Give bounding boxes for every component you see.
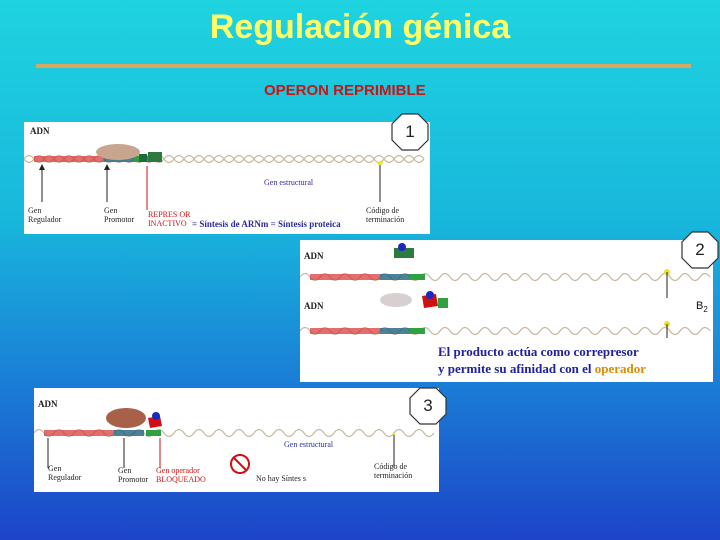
- codigo-terminacion-label: Código de terminación: [374, 462, 413, 480]
- dna-strand: [34, 428, 435, 438]
- octagon-icon: [391, 113, 429, 151]
- termination-markers: [664, 269, 670, 338]
- badge-number: 3: [423, 396, 433, 415]
- gen-promotor-label: Gen Promotor: [104, 206, 135, 224]
- octagon-icon: [681, 231, 719, 269]
- arrows: [39, 162, 383, 210]
- b2-sub: 2: [703, 305, 708, 315]
- arrows: [47, 434, 397, 474]
- adn-label-top: ADN: [304, 251, 324, 261]
- gen-estructural-label: Gen estructural: [284, 440, 334, 449]
- b2-main: B: [696, 300, 704, 312]
- b2-label: B2: [696, 300, 708, 314]
- gen-operador-label: Gen operador BLOQUEADO: [156, 466, 206, 484]
- adn-label: ADN: [30, 126, 50, 136]
- codigo-terminacion-label: Código de terminación: [366, 206, 405, 224]
- adn-label-bottom: ADN: [304, 301, 324, 311]
- gen-regulador-label: Gen Regulador: [28, 206, 62, 224]
- badge-number: 2: [695, 240, 705, 259]
- badge-number: 1: [405, 122, 415, 141]
- octagon-icon: [409, 387, 447, 425]
- gen-promotor-label: Gen Promotor: [118, 466, 149, 484]
- page-title: Regulación génica: [209, 8, 511, 46]
- dna-strand-top: [300, 272, 711, 282]
- operon-panel-3: ADN Gen estructural Gen Regulador Gen Pr…: [34, 388, 439, 492]
- dna-strand-bottom: [300, 326, 711, 336]
- caption-line-2: y permite su afinidad con el operador: [438, 361, 646, 377]
- title-underline: [36, 64, 691, 68]
- sintesis-label: = Síntesis de ARNm = Síntesis proteica: [192, 219, 341, 229]
- caption-line-1: El producto actúa como correpresor: [438, 344, 639, 359]
- no-symbol-icon: [230, 454, 250, 474]
- step-badge-1: 1: [390, 112, 430, 152]
- no-sintesis-label: No hay Síntes s: [256, 474, 306, 483]
- operon-panel-2: ADN ADN El producto actúa como correpres…: [300, 240, 713, 382]
- gen-regulador-label: Gen Regulador: [48, 464, 82, 482]
- repressor-bound: [106, 408, 162, 428]
- section-subtitle: OPERON REPRIMIBLE: [264, 82, 426, 99]
- corepressor-top: [394, 243, 414, 258]
- repressor-active: [380, 291, 448, 308]
- adn-label: ADN: [38, 399, 58, 409]
- caption-operador: operador: [594, 361, 647, 376]
- gen-estructural-label: Gen estructural: [264, 178, 314, 187]
- represor-inactivo-label: REPRES OR INACTIVO: [148, 210, 191, 228]
- step-badge-3: 3: [408, 386, 448, 426]
- caption-line-2-text: y permite su afinidad con el: [438, 361, 592, 376]
- step-badge-2: 2: [680, 230, 720, 270]
- operon-panel-1: ADN Gen estructural Gen Regulador Gen Pr…: [24, 122, 430, 234]
- repressor-protein: [96, 144, 162, 162]
